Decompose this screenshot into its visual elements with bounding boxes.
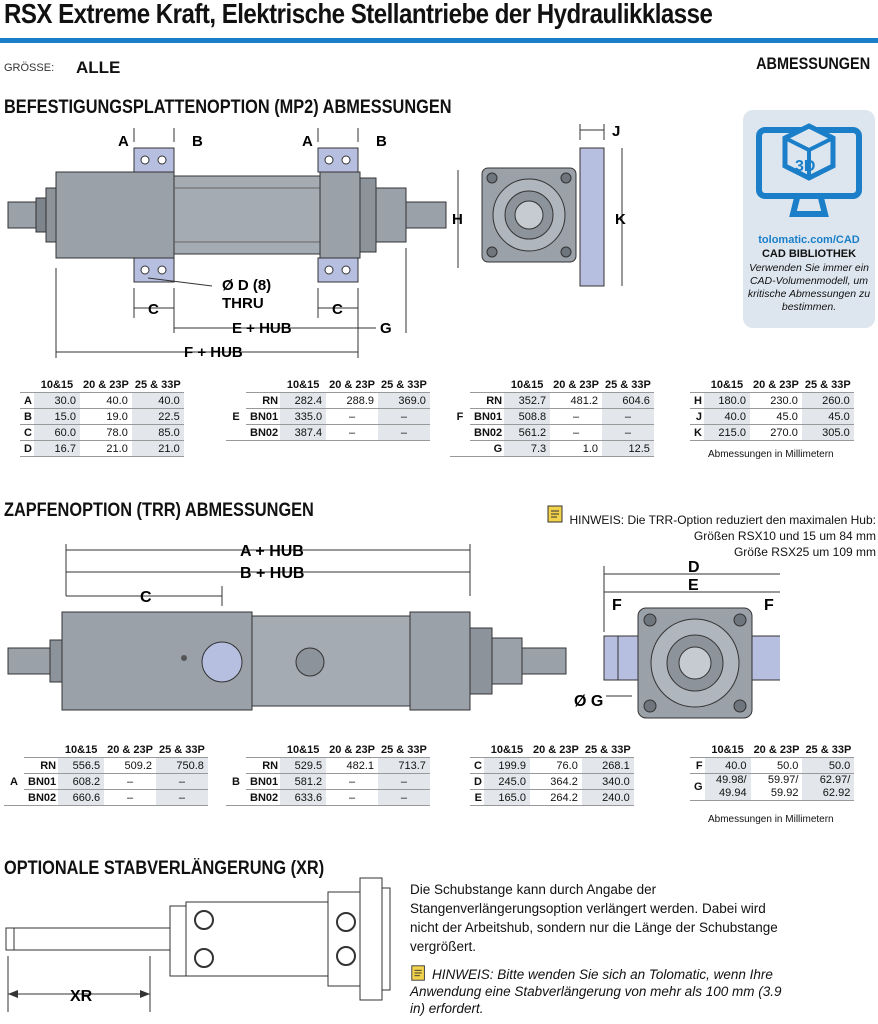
- trr-label-c: C: [140, 589, 152, 606]
- trr-label-a: A + HUB: [240, 543, 304, 560]
- trr-label-g: Ø G: [574, 693, 603, 710]
- trr-note-line1: HINWEIS: Die TRR-Option reduziert den ma…: [569, 513, 876, 527]
- mp2-label-f: F + HUB: [184, 344, 243, 361]
- trr-label-f2: F: [764, 597, 774, 614]
- mp2-section-title: BEFESTIGUNGSPLATTENOPTION (MP2) ABMESSUN…: [4, 97, 452, 118]
- mp2-label-thru: THRU: [222, 295, 264, 312]
- cad-library-card[interactable]: 3D tolomatic.com/CAD CAD BIBLIOTHEK Verw…: [743, 110, 875, 328]
- cad-heading: CAD BIBLIOTHEK: [761, 248, 857, 260]
- mp2-label-h: H: [452, 211, 463, 228]
- mp2-label-e: E + HUB: [232, 320, 292, 337]
- cad-3d-text: 3D: [795, 158, 815, 175]
- note-icon: [411, 965, 425, 981]
- trr-section-title: ZAPFENOPTION (TRR) ABMESSUNGEN: [4, 500, 314, 521]
- dimensions-label: ABMESSUNGEN: [755, 54, 870, 73]
- trr-label-d: D: [688, 559, 700, 576]
- mp2-label-b2: B: [376, 133, 387, 150]
- xr-note: HINWEIS: Bitte wenden Sie sich an Toloma…: [410, 967, 782, 1016]
- trr-drawing: A + HUB B + HUB C D E F F Ø G: [7, 543, 780, 719]
- trr-label-e: E: [688, 577, 699, 594]
- mp2-label-a2: A: [302, 133, 313, 150]
- xr-section-title: OPTIONALE STABVERLÄNGERUNG (XR): [4, 858, 325, 879]
- mp2-label-g: G: [380, 320, 392, 337]
- cad-url-link[interactable]: tolomatic.com/CAD: [758, 234, 860, 246]
- xr-drawing: XR: [5, 877, 391, 1012]
- title-rule: [0, 38, 878, 43]
- trr-unit-note: Abmessungen in Millimetern: [708, 814, 834, 825]
- mp2-label-k: K: [615, 211, 626, 228]
- mp2-side-drawing: A B A B Ø D (8) THRU C C E + HUB G F + H…: [7, 123, 626, 361]
- page-title: RSX Extreme Kraft, Elektrische Stellantr…: [4, 0, 713, 29]
- table-row: G 49.98/49.94 59.97/59.92 62.97/62.92: [690, 773, 855, 801]
- size-value: ALLE: [76, 58, 121, 77]
- mp2-label-b: B: [192, 133, 203, 150]
- size-label: GRÖSSE:: [4, 62, 55, 74]
- mp2-label-c: C: [148, 301, 159, 318]
- monitor-3d-icon: 3D: [756, 123, 862, 217]
- trr-label-f: F: [612, 597, 622, 614]
- cad-description: Verwenden Sie immer ein CAD-Volumenmodel…: [747, 262, 871, 313]
- note-icon: [547, 505, 563, 523]
- trr-note-line3: Größe RSX25 um 109 mm: [733, 545, 876, 559]
- xr-label: XR: [70, 988, 93, 1005]
- trr-note-line2: Größen RSX10 und 15 um 84 mm: [693, 529, 876, 543]
- mp2-label-j: J: [612, 123, 620, 140]
- mp2-unit-note: Abmessungen in Millimetern: [708, 449, 834, 460]
- mp2-label-a: A: [118, 133, 129, 150]
- trr-label-b: B + HUB: [240, 565, 304, 582]
- xr-paragraph: Die Schubstange kann durch Angabe der St…: [410, 882, 778, 954]
- mp2-label-c2: C: [332, 301, 343, 318]
- mp2-label-d: Ø D (8): [222, 277, 271, 294]
